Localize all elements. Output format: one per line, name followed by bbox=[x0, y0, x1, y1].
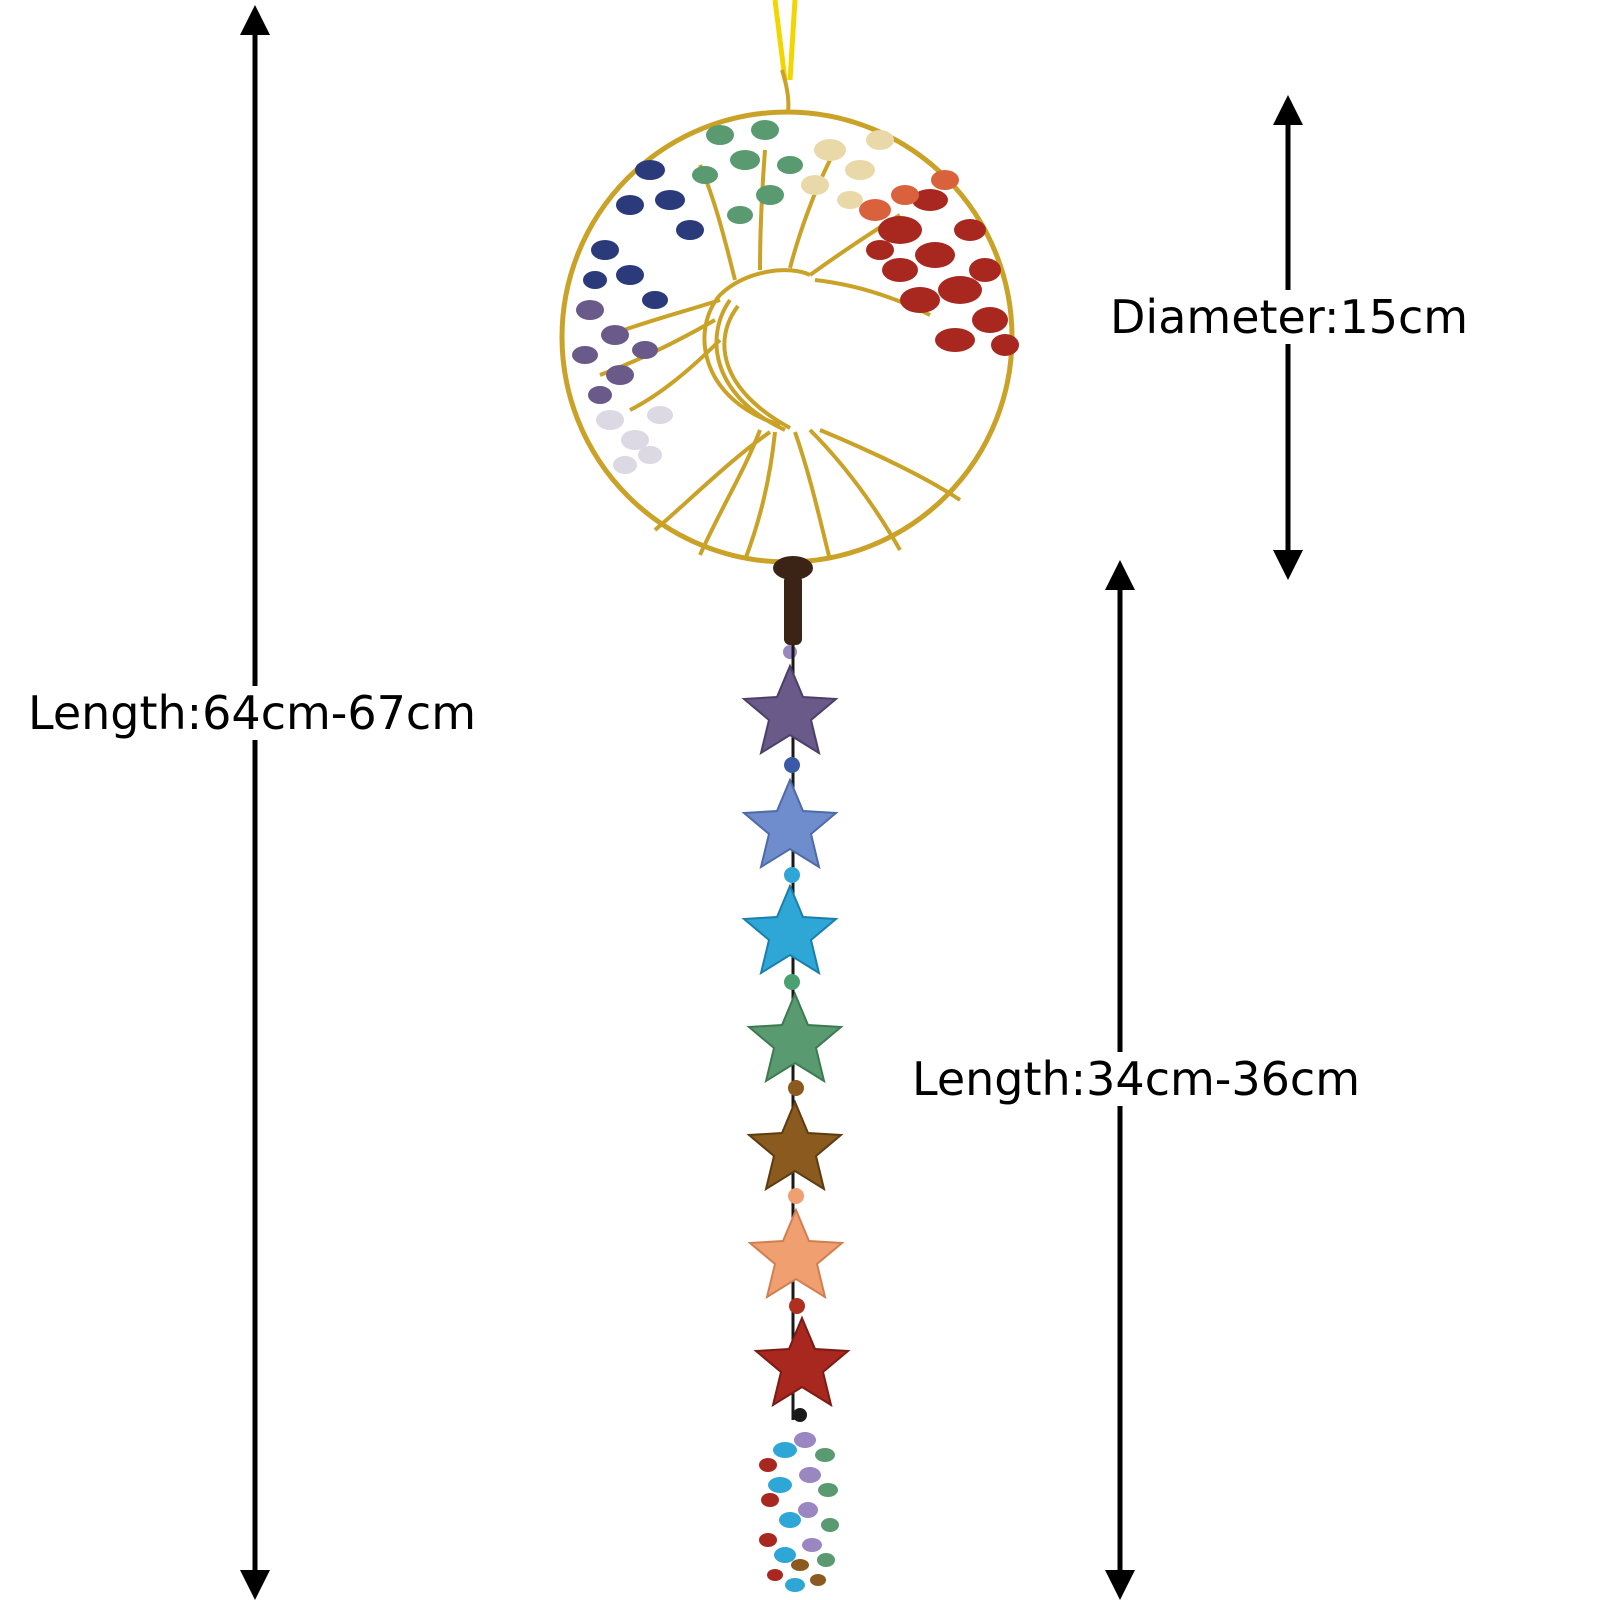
tree-of-life-icon bbox=[559, 109, 1019, 565]
star-stone-icon bbox=[747, 1207, 845, 1300]
star-stone-icon bbox=[741, 883, 839, 976]
star-stone-icon bbox=[741, 663, 839, 756]
star-stone-icon bbox=[746, 1099, 844, 1192]
tassel-length-label: Length:34cm-36cm bbox=[912, 1052, 1361, 1106]
macrame-knot bbox=[773, 556, 813, 659]
total-length-label: Length:64cm-67cm bbox=[28, 686, 477, 740]
chip-tassel bbox=[759, 1432, 839, 1592]
star-stone-icon bbox=[753, 1315, 851, 1408]
diameter-label: Diameter:15cm bbox=[1110, 290, 1469, 344]
star-stone-column bbox=[741, 645, 851, 1422]
tree-trunk bbox=[599, 149, 962, 561]
star-stone-icon bbox=[746, 991, 844, 1084]
star-stone-icon bbox=[741, 777, 839, 870]
stone-chips bbox=[572, 120, 1019, 474]
hanging-cord bbox=[772, 0, 798, 113]
